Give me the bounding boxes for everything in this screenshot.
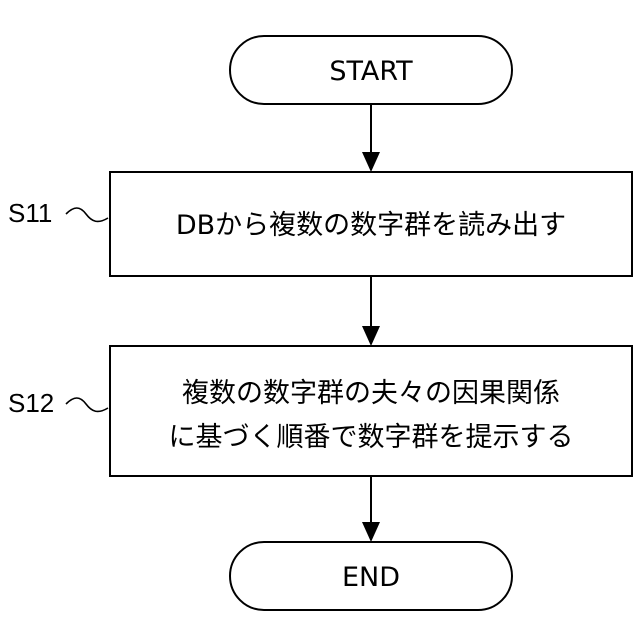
process-s12: 複数の数字群の夫々の因果関係 に基づく順番で数字群を提示する xyxy=(110,346,632,476)
s12-label: S12 xyxy=(8,388,54,418)
end-label: END xyxy=(342,562,400,593)
start-terminal: START xyxy=(230,36,512,104)
end-terminal: END xyxy=(230,542,512,610)
arrowhead-s12-to-end xyxy=(362,522,380,542)
s12-text-line2: に基づく順番で数字群を提示する xyxy=(169,422,574,453)
s11-label: S11 xyxy=(8,198,52,228)
s12-leader-wave xyxy=(66,398,108,411)
start-label: START xyxy=(329,56,413,87)
arrowhead-start-to-s11 xyxy=(362,152,380,172)
s11-leader-wave xyxy=(66,208,108,221)
step-label-s12: S12 xyxy=(8,388,108,418)
step-label-s11: S11 xyxy=(8,198,108,228)
s11-text: DBから複数の数字群を読み出す xyxy=(176,210,566,241)
process-s11: DBから複数の数字群を読み出す xyxy=(110,172,632,276)
s12-text-line1: 複数の数字群の夫々の因果関係 xyxy=(182,378,560,409)
arrowhead-s11-to-s12 xyxy=(362,326,380,346)
